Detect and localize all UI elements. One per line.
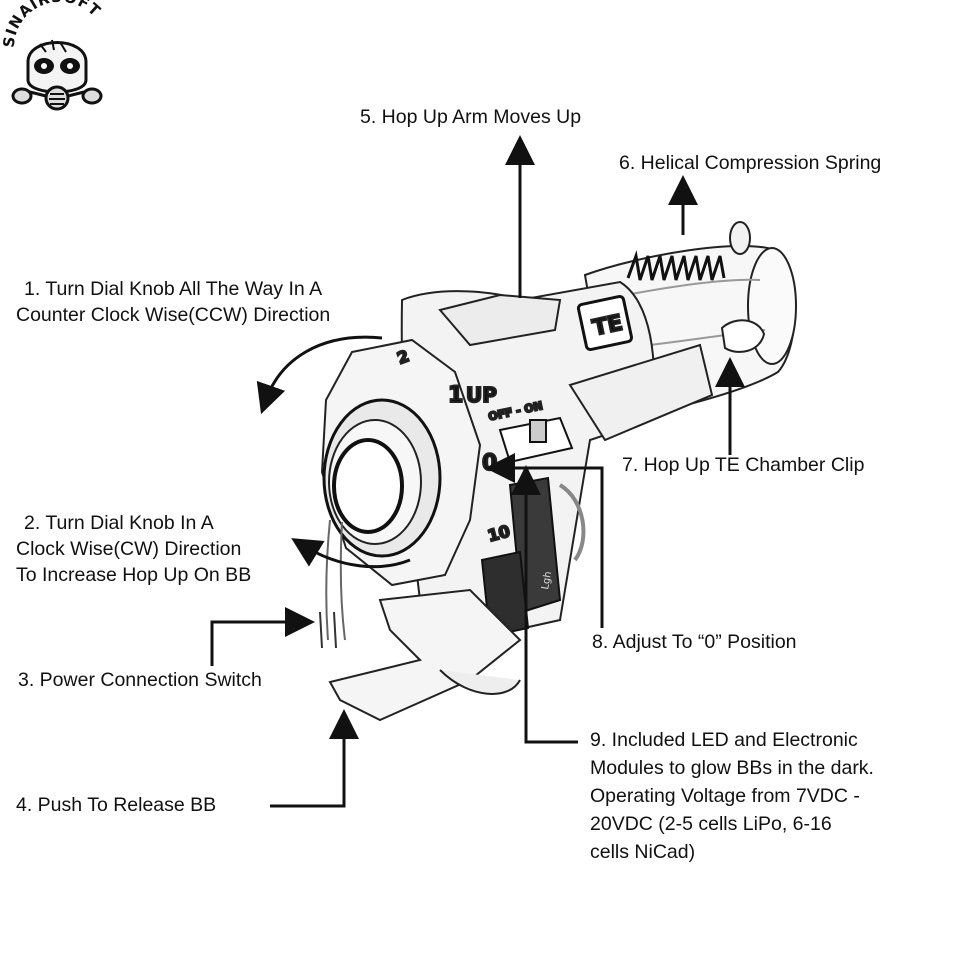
callout-6-text: 6. Helical Compression Spring — [619, 152, 882, 174]
te-chamber-clip — [720, 319, 766, 353]
callout-4-text: 4. Push To Release BB — [16, 794, 217, 816]
release-lever — [328, 588, 522, 722]
hop-up-arm — [438, 293, 562, 347]
callout-adjust-zero: 8. Adjust To “0” Position — [592, 629, 797, 655]
skull-gas-mask-icon — [11, 39, 103, 111]
callout-8-text: 8. Adjust To “0” Position — [592, 631, 797, 653]
callout-led-modules: 9. Included LED and Electronic Modules t… — [590, 726, 874, 866]
callout-hop-up-arm: 5. Hop Up Arm Moves Up — [360, 104, 581, 130]
leader-power-switch — [210, 607, 315, 666]
callout-cw: 2. Turn Dial Knob In A Clock Wise(CW) Di… — [16, 510, 251, 588]
callout-1-line2: Counter Clock Wise(CCW) Direction — [16, 304, 331, 326]
callout-9-line3: Operating Voltage from 7VDC - — [590, 785, 860, 807]
callout-push-release: 4. Push To Release BB — [16, 792, 216, 818]
module-label: Lgh — [540, 571, 554, 591]
callout-9-line2: Modules to glow BBs in the dark. — [590, 757, 874, 779]
callout-3-text: 3. Power Connection Switch — [18, 669, 262, 691]
hop-up-unit: TE 2 1 0 10 UP OFF - ON Lgh — [319, 221, 797, 722]
callout-7-text: 7. Hop Up TE Chamber Clip — [622, 454, 865, 476]
callout-chamber-clip: 7. Hop Up TE Chamber Clip — [622, 452, 864, 478]
leader-lines — [210, 135, 745, 808]
dial-number-0: 0 — [482, 451, 497, 476]
callout-1-line1: 1. Turn Dial Knob All The Way In A — [24, 278, 323, 300]
callout-9-line4: 20VDC (2-5 cells LiPo, 6-16 — [590, 813, 832, 835]
power-wires — [325, 519, 346, 641]
callout-2-line2: Clock Wise(CW) Direction — [16, 538, 242, 560]
arrow-ccw — [256, 335, 383, 415]
callout-spring: 6. Helical Compression Spring — [619, 150, 881, 176]
te-badge — [576, 294, 634, 352]
up-label: UP — [466, 383, 497, 407]
callout-9-line1: 9. Included LED and Electronic — [590, 729, 858, 751]
callout-2-line1: 2. Turn Dial Knob In A — [24, 512, 214, 534]
callout-ccw: 1. Turn Dial Knob All The Way In A Count… — [16, 276, 330, 328]
dial-number-1: 1 — [448, 383, 463, 408]
callout-9-line5: cells NiCad) — [590, 841, 696, 863]
callout-5-text: 5. Hop Up Arm Moves Up — [360, 106, 582, 128]
sinairsoft-logo: SINAIRSOFT — [0, 0, 103, 111]
callout-2-line3: To Increase Hop Up On BB — [16, 564, 252, 586]
leader-led-modules — [511, 465, 578, 744]
leader-push-release — [270, 709, 359, 808]
helical-compression-spring — [626, 250, 726, 281]
callout-power-switch: 3. Power Connection Switch — [18, 667, 262, 693]
arrow-cw — [291, 538, 411, 569]
